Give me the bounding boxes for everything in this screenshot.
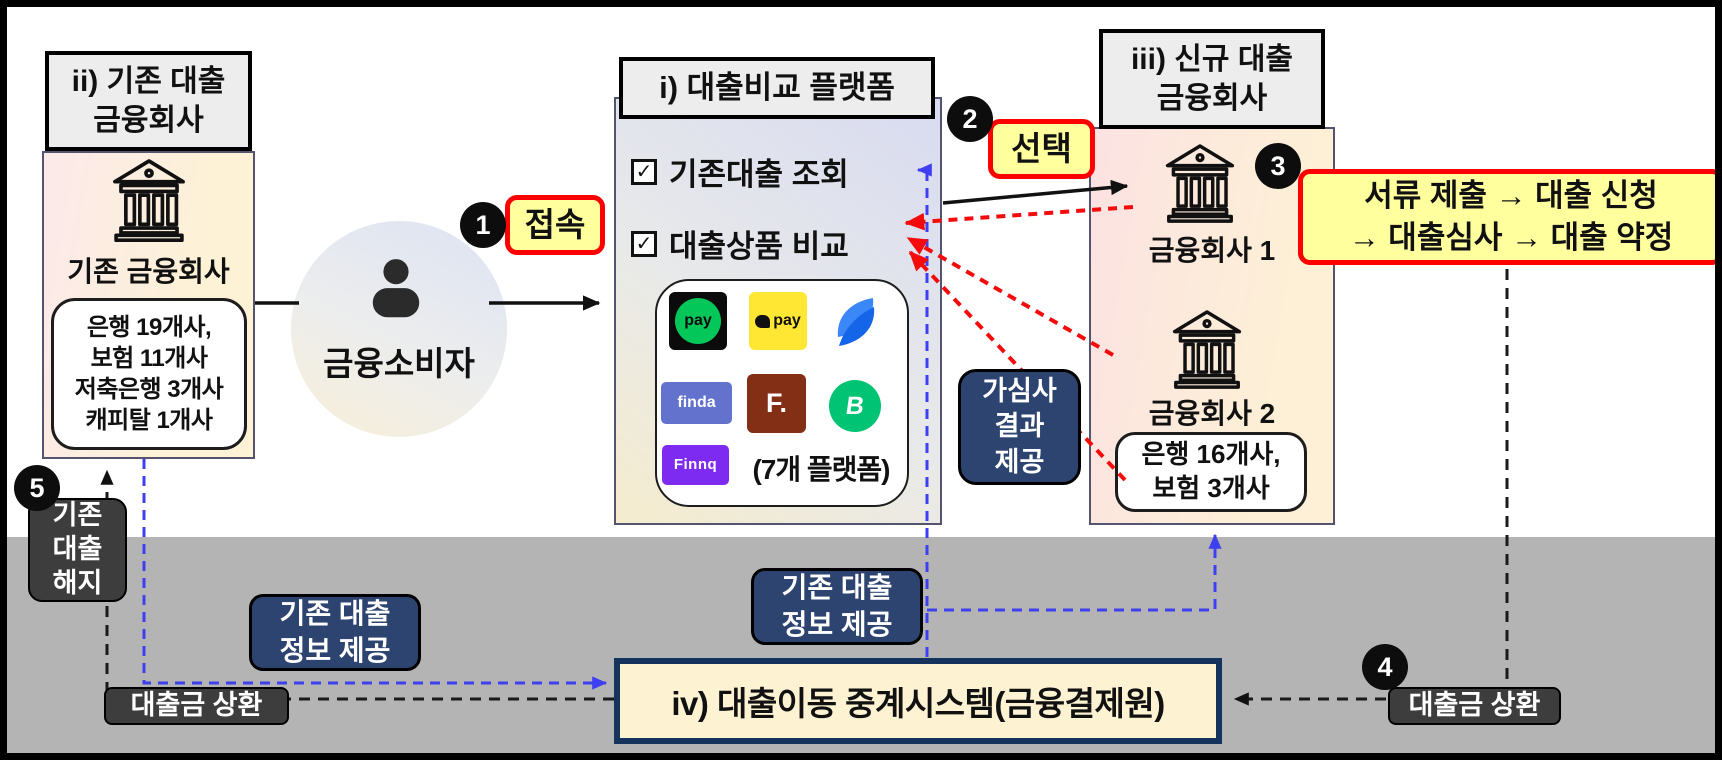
step5-badge: 5 — [14, 465, 60, 511]
bank-icon — [110, 156, 188, 249]
consumer-circle — [291, 221, 507, 437]
step5-cancel-label: 기존 대출 해지 — [28, 498, 127, 602]
arrow-relay-info-to-platform — [916, 163, 932, 657]
arrow-newbank-repay-to-relay — [1233, 269, 1509, 706]
new-bank1-label: 금융회사 1 — [1148, 235, 1276, 266]
arrow-prescreen-bank1 — [904, 205, 1134, 231]
flow-arrows — [100, 163, 1509, 706]
prescreen-result-box: 가심사 결과 제공 — [958, 369, 1081, 485]
arrow-existing-info-to-relay — [142, 459, 608, 690]
step4-badge: 4 — [1362, 644, 1408, 690]
existing-lender-title: ii) 기존 대출 금융회사 — [45, 51, 252, 151]
repay-left-label: 대출금 상환 — [104, 687, 289, 725]
naver-pay-logo: pay — [669, 292, 727, 350]
feature-label: 기존대출 조회 — [669, 157, 849, 192]
platform-logo-box: pay pay finda F. B Finnq (7개 플랫폼) — [655, 279, 909, 507]
step1-label: 접속 — [505, 195, 605, 255]
toss-logo — [827, 293, 885, 351]
new-members-box: 은행 16개사, 보험 3개사 — [1115, 432, 1307, 512]
feature-existing-loan-lookup: ✓ 기존대출 조회 — [631, 149, 849, 194]
kakao-pay-logo: pay — [749, 292, 807, 350]
bank-icon — [1163, 141, 1237, 230]
arrow-prescreen-members — [908, 250, 1127, 482]
existing-info-center-box: 기존 대출 정보 제공 — [751, 568, 923, 645]
step3-label: 서류 제출 → 대출 신청 → 대출심사 → 대출 약정 — [1298, 169, 1715, 265]
step3-badge: 3 — [1255, 143, 1301, 189]
step1-badge: 1 — [460, 202, 506, 248]
consumer-label: 금융소비자 — [323, 345, 475, 382]
step2-badge: 2 — [947, 96, 993, 142]
arrow-platform-to-bank1 — [942, 179, 1129, 205]
platform-title: i) 대출비교 플랫폼 — [619, 57, 935, 119]
feature-label: 대출상품 비교 — [669, 229, 849, 264]
checkbox-icon: ✓ — [631, 158, 657, 185]
finnq-logo: Finnq — [662, 445, 729, 485]
arrow-relay-info-to-newbank — [927, 533, 1222, 612]
relay-system-box: iv) 대출이동 중계시스템(금융결제원) — [614, 658, 1222, 744]
feature-loan-product-compare: ✓ 대출상품 비교 — [631, 221, 849, 266]
finda-logo: finda — [661, 382, 732, 424]
bank-icon — [1170, 307, 1244, 396]
kakao-bubble-icon — [755, 314, 771, 328]
new-bank2-label: 금융회사 2 — [1148, 398, 1276, 429]
step2-label: 선택 — [988, 119, 1095, 179]
existing-members-box: 은행 19개사, 보험 11개사 저축은행 3개사 캐피탈 1개사 — [51, 298, 247, 450]
person-icon — [365, 257, 427, 332]
existing-info-left-box: 기존 대출 정보 제공 — [249, 594, 421, 671]
existing-bank-label: 기존 금융회사 — [67, 256, 230, 287]
arrow-prescreen-bank2 — [906, 236, 1114, 357]
checkbox-icon: ✓ — [631, 230, 657, 257]
new-lender-title: iii) 신규 대출 금융회사 — [1099, 29, 1325, 129]
platform-count-label: (7개 플랫폼) — [752, 454, 890, 485]
banksalad-logo: B — [829, 380, 881, 432]
fin-f-logo: F. — [747, 374, 806, 433]
step4-repay-label: 대출금 상환 — [1388, 687, 1561, 725]
